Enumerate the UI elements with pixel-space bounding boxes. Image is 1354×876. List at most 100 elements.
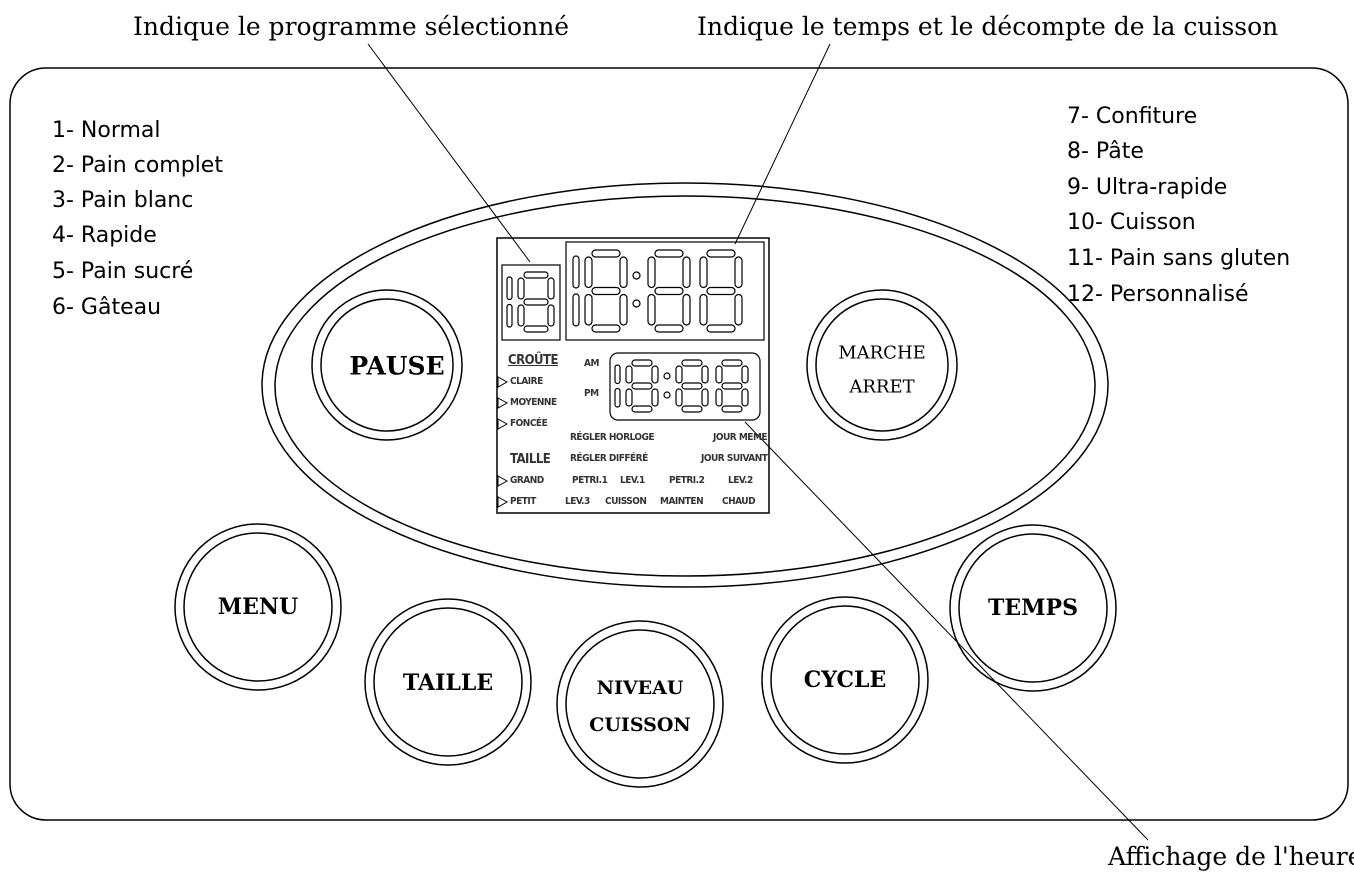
arrow-moyenne-icon bbox=[497, 397, 509, 409]
lcd-segment bbox=[506, 276, 513, 301]
lcd-segment bbox=[647, 256, 656, 289]
lcd-segment bbox=[706, 286, 736, 296]
lcd-petri1-label: PETRI.1 bbox=[572, 475, 608, 486]
lcd-cuisson-label: CUISSON bbox=[605, 496, 647, 507]
program-item: 9- Ultra-rapide bbox=[1067, 175, 1228, 200]
program-item: 6- Gâteau bbox=[52, 295, 162, 320]
lcd-segment bbox=[584, 256, 593, 289]
niveau-cuisson-button[interactable]: NIVEAU bbox=[596, 677, 684, 699]
marche-button[interactable]: MARCHE bbox=[838, 342, 926, 364]
lcd-segment bbox=[517, 304, 525, 327]
lcd-petit-label: PETIT bbox=[510, 496, 536, 507]
lcd-am-label: AM bbox=[584, 358, 599, 369]
lcd-segment bbox=[631, 405, 653, 413]
outer-ellipse bbox=[261, 182, 1109, 588]
lcd-lev1-label: LEV.1 bbox=[620, 475, 645, 486]
lcd-segment bbox=[699, 293, 708, 326]
program-item: 2- Pain complet bbox=[52, 153, 223, 178]
callout-temps: Indique le temps et le décompte de la cu… bbox=[697, 12, 1279, 41]
lcd-segment bbox=[572, 255, 580, 289]
marche-button-ring bbox=[806, 289, 958, 441]
inner-ellipse bbox=[274, 195, 1096, 577]
niveau-button-ring bbox=[556, 620, 724, 788]
lcd-segment bbox=[681, 382, 703, 390]
program-digit-box bbox=[501, 264, 561, 341]
lcd-segment bbox=[625, 365, 633, 384]
lcd-taille-label: TAILLE bbox=[510, 452, 551, 467]
clock-box bbox=[609, 352, 761, 421]
lcd-segment bbox=[682, 293, 691, 326]
lcd-segment bbox=[701, 365, 709, 384]
program-item: 10- Cuisson bbox=[1067, 210, 1196, 235]
lcd-segment bbox=[721, 405, 743, 413]
lcd-jour-suivant-label: JOUR SUIVANT bbox=[701, 453, 768, 464]
lcd-segment bbox=[681, 405, 703, 413]
lcd-segment bbox=[706, 249, 736, 258]
lcd-segment bbox=[523, 298, 549, 306]
callout-heure: Affichage de l'heure bbox=[1108, 842, 1354, 871]
taille-button[interactable]: TAILLE bbox=[402, 670, 494, 696]
arrow-grand-icon bbox=[497, 475, 509, 487]
niveau-cuisson-button-line2[interactable]: CUISSON bbox=[589, 714, 691, 736]
menu-button[interactable]: MENU bbox=[217, 594, 299, 620]
menu-button-ring bbox=[174, 523, 342, 691]
lcd-segment bbox=[572, 293, 580, 327]
lcd-lev3-label: LEV.3 bbox=[565, 496, 590, 507]
lcd-regler-horloge-label: RÉGLER HORLOGE bbox=[570, 432, 655, 443]
lcd-segment bbox=[715, 388, 723, 407]
program-item: 8- Pâte bbox=[1067, 139, 1144, 164]
lcd-segment bbox=[741, 365, 749, 384]
lcd-segment bbox=[654, 249, 684, 258]
lcd-segment bbox=[699, 256, 708, 289]
pause-button[interactable]: PAUSE bbox=[349, 351, 445, 381]
cycle-button[interactable]: CYCLE bbox=[803, 667, 887, 693]
lcd-regler-differe-label: RÉGLER DIFFÉRÉ bbox=[570, 453, 648, 464]
lcd-croute-label: CROÛTE bbox=[508, 353, 559, 368]
leader-programme bbox=[367, 43, 531, 263]
lcd-segment bbox=[591, 324, 621, 333]
pause-button-ring bbox=[311, 289, 463, 441]
leader-temps bbox=[734, 43, 831, 245]
lcd-segment bbox=[591, 249, 621, 258]
lcd-segment bbox=[654, 324, 684, 333]
lcd-segment bbox=[654, 286, 684, 296]
lcd-segment bbox=[631, 382, 653, 390]
lcd-segment bbox=[517, 277, 525, 300]
lcd-segment bbox=[734, 256, 743, 289]
lcd-segment bbox=[619, 293, 628, 326]
lcd-segment bbox=[632, 271, 641, 280]
lcd-pm-label: PM bbox=[584, 388, 599, 399]
lcd-chaud-label: CHAUD bbox=[722, 496, 756, 507]
lcd-mainten-label: MAINTEN bbox=[660, 496, 704, 507]
lcd-segment bbox=[663, 391, 671, 399]
lcd-segment bbox=[721, 382, 743, 390]
program-item: 1- Normal bbox=[52, 118, 161, 143]
arrow-foncee-icon bbox=[497, 418, 509, 430]
callout-programme: Indique le programme sélectionné bbox=[133, 12, 570, 41]
lcd-segment bbox=[741, 388, 749, 407]
lcd-segment bbox=[591, 286, 621, 296]
lcd-segment bbox=[506, 303, 513, 328]
taille-button-ring bbox=[364, 598, 532, 766]
program-item: 3- Pain blanc bbox=[52, 188, 194, 213]
lcd-segment bbox=[619, 256, 628, 289]
lcd-segment bbox=[651, 365, 659, 384]
cook-time-box bbox=[565, 241, 765, 341]
lcd-segment bbox=[681, 359, 703, 367]
lcd-segment bbox=[614, 387, 621, 408]
lcd-segment bbox=[547, 277, 555, 300]
cycle-button-ring bbox=[761, 596, 929, 764]
lcd-segment bbox=[523, 271, 549, 279]
temps-button[interactable]: TEMPS bbox=[988, 595, 1078, 621]
lcd-segment bbox=[706, 324, 736, 333]
lcd-segment bbox=[614, 364, 621, 385]
lcd-segment bbox=[701, 388, 709, 407]
arrow-claire-icon bbox=[497, 376, 509, 388]
lcd-segment bbox=[651, 388, 659, 407]
lcd-claire-label: CLAIRE bbox=[510, 376, 543, 387]
lcd-segment bbox=[647, 293, 656, 326]
lcd-segment bbox=[584, 293, 593, 326]
arret-button[interactable]: ARRET bbox=[849, 376, 915, 398]
lcd-segment bbox=[675, 388, 683, 407]
